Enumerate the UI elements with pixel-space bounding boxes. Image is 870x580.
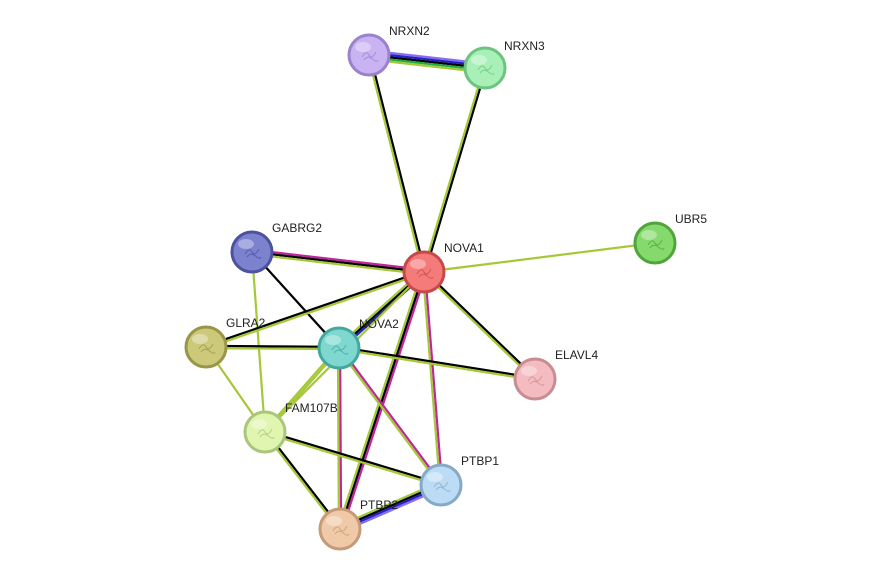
protein-structure-icon [244,248,262,259]
edge-glra2-nova2[interactable] [204,344,341,351]
edge-evidence-line [204,344,341,349]
node-fam107b[interactable]: FAM107B [243,401,338,454]
node-label: UBR5 [675,212,707,226]
node-label: GLRA2 [226,316,266,330]
edge-evidence-line [337,347,442,487]
node-nrxn2[interactable]: NRXN2 [347,24,430,77]
edge-evidence-line [337,347,536,382]
edge-nrxn2-nova1[interactable] [366,53,427,274]
edge-evidence-line [250,253,425,276]
node-highlight [192,334,208,344]
edge-evidence-line [366,54,425,274]
edge-evidence-line [338,345,537,380]
edge-evidence-line [264,429,443,486]
edge-evidence-line [250,250,341,350]
edge-evidence-line [368,53,427,273]
node-highlight [521,366,537,376]
node-gabrg2[interactable]: GABRG2 [230,221,322,274]
node-label: PTBP2 [360,498,398,512]
edge-fam107b-ptbp1[interactable] [263,429,443,488]
edge-evidence-line [204,269,425,348]
node-label: FAM107B [285,401,338,415]
protein-structure-icon [198,343,216,354]
node-highlight [641,230,657,240]
edge-evidence-line [421,66,486,273]
edge-evidence-line [423,270,537,380]
edge-evidence-line [423,67,488,274]
edge-evidence-line [251,248,426,271]
protein-structure-icon [331,344,349,355]
node-nova2[interactable]: NOVA2 [317,317,399,370]
protein-structure-icon [361,51,379,62]
edge-evidence-line [250,250,267,434]
edge-gabrg2-fam107b[interactable] [250,250,267,434]
protein-structure-icon [416,268,434,279]
node-highlight [325,335,341,345]
protein-structure-icon [433,481,451,492]
edge-evidence-line [250,250,426,274]
edge-gabrg2-nova2[interactable] [250,250,341,350]
node-highlight [251,419,267,429]
edge-evidence-line [338,346,443,486]
protein-structure-icon [332,525,350,536]
edge-evidence-line [422,241,657,274]
edge-evidence-line [340,271,428,531]
node-highlight [410,259,426,269]
node-label: NRXN3 [504,39,545,53]
node-highlight [471,55,487,65]
edge-evidence-line [204,346,341,351]
node-label: NRXN2 [389,24,430,38]
node-nrxn3[interactable]: NRXN3 [463,39,545,90]
edge-nova2-ptbp2[interactable] [336,346,343,531]
edge-evidence-line [421,270,442,487]
edge-evidence-line [205,271,426,350]
protein-structure-icon [477,64,495,75]
node-label: NOVA1 [444,241,484,255]
edge-nrxn3-nova1[interactable] [421,66,488,274]
edge-evidence-line [338,346,343,531]
node-nova1[interactable]: NOVA1 [402,241,484,294]
node-highlight [326,516,342,526]
node-highlight [238,239,254,249]
edge-evidence-line [423,270,444,487]
edge-evidence-line [422,271,536,381]
protein-structure-icon [527,375,545,386]
edge-evidence-line [263,431,442,488]
node-ubr5[interactable]: UBR5 [633,212,707,265]
node-glra2[interactable]: GLRA2 [184,316,266,369]
edge-gabrg2-nova1[interactable] [250,248,426,276]
node-elavl4[interactable]: ELAVL4 [513,348,598,401]
node-ptbp1[interactable]: PTBP1 [419,454,499,507]
edge-ubr5-nova1[interactable] [422,241,657,274]
node-ptbp2[interactable]: PTBP2 [318,498,398,551]
edge-nova1-elavl4[interactable] [422,270,537,381]
node-label: NOVA2 [359,317,399,331]
node-highlight [355,42,371,52]
protein-structure-icon [257,428,275,439]
node-highlight [427,472,443,482]
node-label: ELAVL4 [555,348,598,362]
edge-evidence-line [338,270,426,531]
edge-nova1-ptbp1[interactable] [421,270,444,487]
protein-structure-icon [647,239,665,250]
node-label: PTBP1 [461,454,499,468]
edge-nova2-elavl4[interactable] [337,345,537,382]
edge-evidence-line [336,346,341,531]
edge-nova2-ptbp1[interactable] [337,346,443,487]
edge-glra2-nova1[interactable] [204,269,426,350]
node-label: GABRG2 [272,221,322,235]
